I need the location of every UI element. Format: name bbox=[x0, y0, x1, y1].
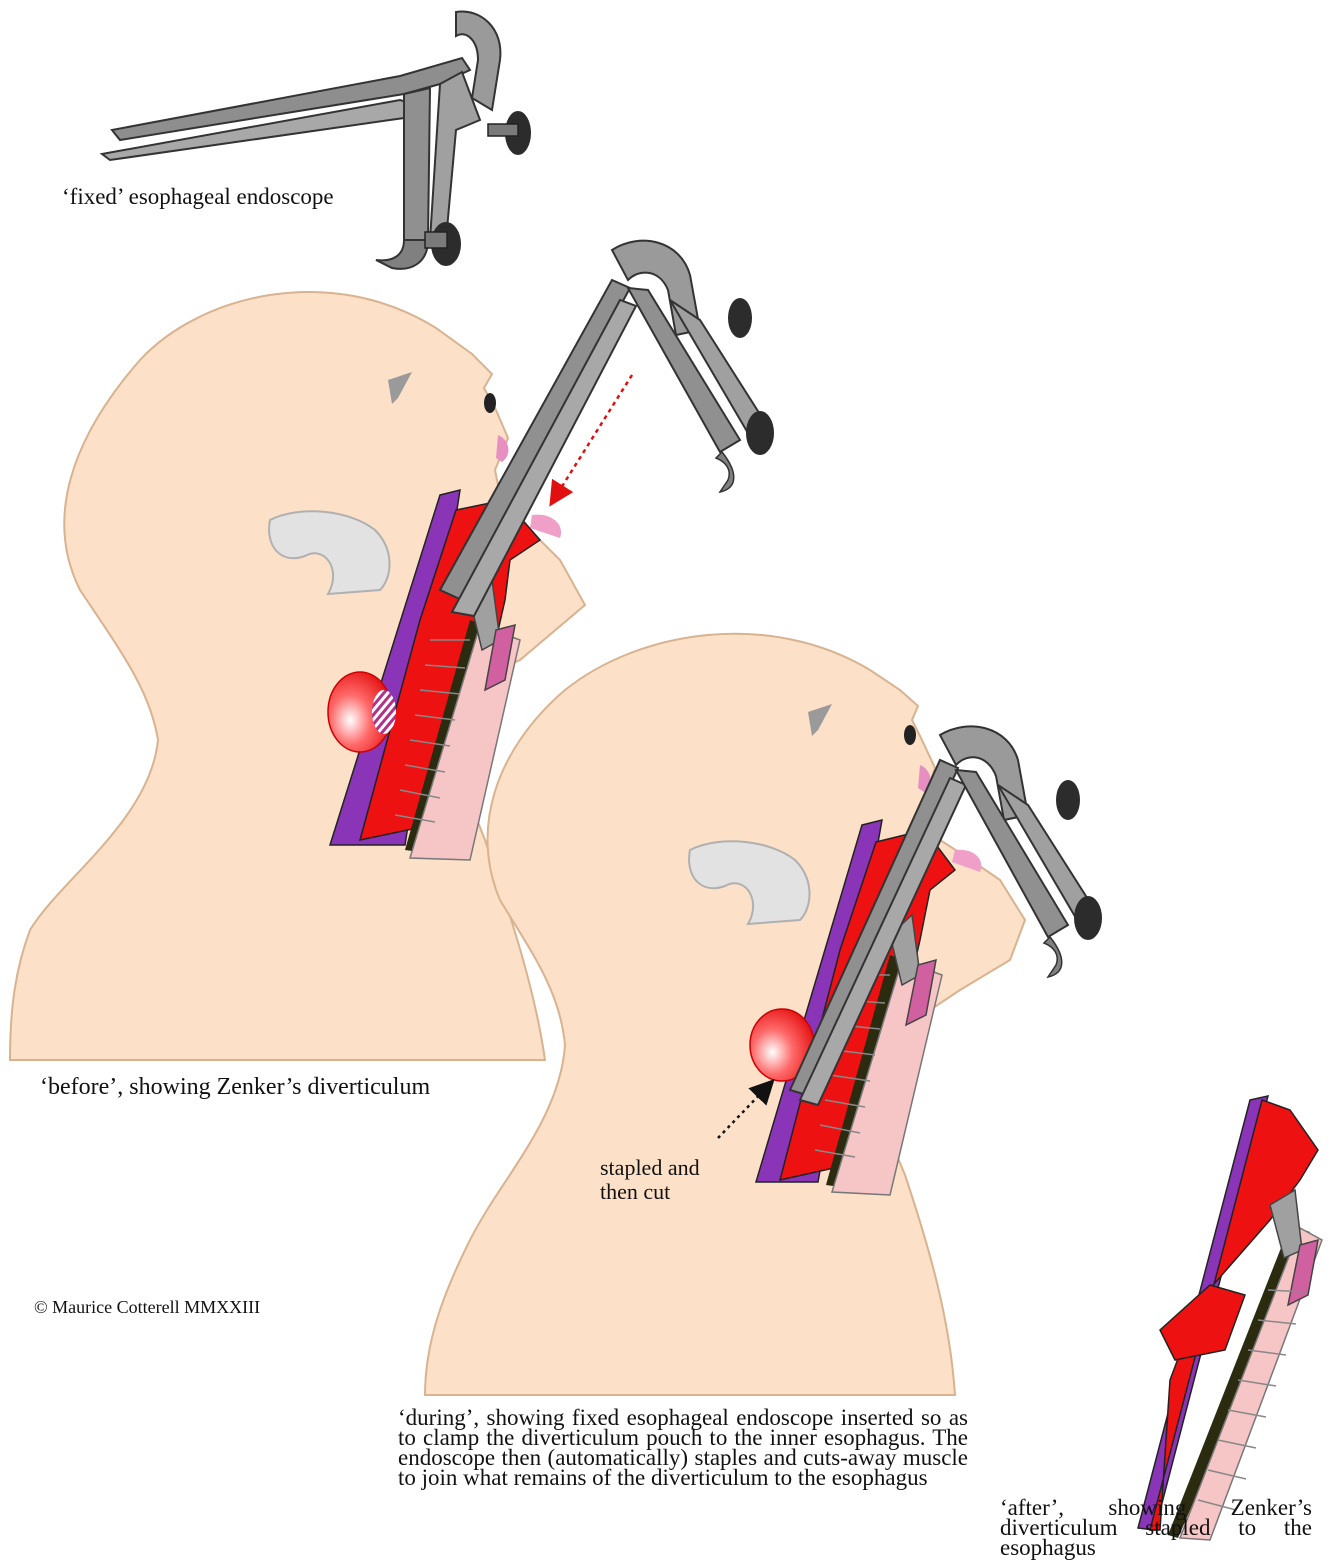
eye-icon bbox=[484, 393, 496, 413]
stapled-label: stapled and then cut bbox=[600, 1156, 700, 1204]
after-figure bbox=[1138, 1096, 1322, 1540]
cricopharyngeus-hatch bbox=[372, 690, 396, 734]
copyright-notice: © Maurice Cotterell MMXXIII bbox=[34, 1297, 260, 1318]
during-caption: ‘during’, showing fixed esophageal endos… bbox=[398, 1408, 968, 1488]
after-caption: ‘after’, showing Zenker’s diverticulum s… bbox=[1000, 1498, 1312, 1558]
before-caption: ‘before’, showing Zenker’s diverticulum bbox=[40, 1074, 430, 1101]
endoscope-standalone bbox=[102, 11, 531, 268]
before-figure bbox=[10, 292, 585, 1060]
endoscope-label: ‘fixed’ esophageal endoscope bbox=[62, 184, 334, 210]
eye-icon bbox=[904, 725, 916, 745]
